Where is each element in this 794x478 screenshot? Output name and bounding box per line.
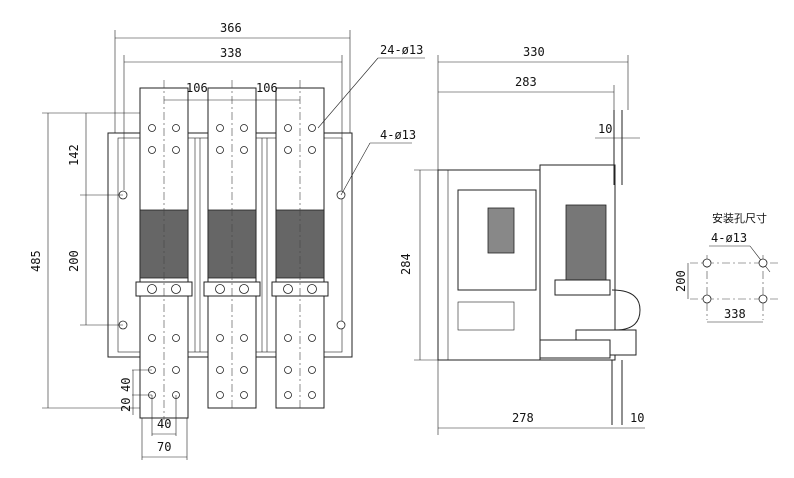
busbar-hole — [172, 366, 180, 374]
busbar-hole — [148, 124, 156, 132]
terminal-bolt — [283, 284, 293, 294]
busbar-hole — [284, 391, 292, 399]
mounting-dim-width: 338 — [724, 307, 746, 321]
dim-hole-edge: 20 — [119, 398, 133, 412]
busbar-holes — [147, 124, 317, 399]
busbar-hole — [284, 124, 292, 132]
busbar-hole — [216, 146, 224, 154]
busbar-hole — [148, 146, 156, 154]
dim-top-10: 10 — [598, 122, 612, 136]
busbar-hole — [240, 391, 248, 399]
terminal-bolt — [171, 284, 181, 294]
dim-bottom-10: 10 — [630, 411, 644, 425]
pole-right — [271, 80, 329, 410]
terminal-bolt — [215, 284, 225, 294]
dim-mount-height: 200 — [67, 250, 81, 272]
busbar-hole — [308, 334, 316, 342]
dim-hole-pitch-h: 40 — [157, 417, 171, 431]
side-view: 330 283 10 284 278 10 — [399, 45, 645, 435]
busbar-hole — [216, 334, 224, 342]
busbar-hole — [240, 366, 248, 374]
pole-left — [135, 80, 193, 420]
terminal-bolt — [147, 284, 157, 294]
mounting-hole-detail: 安装孔尺寸 4-ø13 200 338 — [674, 211, 780, 323]
dim-height: 284 — [399, 253, 413, 275]
front-view: 366 338 106 106 24-ø13 4-ø13 485 142 200… — [29, 21, 425, 460]
busbar-hole — [172, 124, 180, 132]
dim-total-height: 485 — [29, 250, 43, 272]
dim-total-depth: 330 — [523, 45, 545, 59]
dim-depth-283: 283 — [515, 75, 537, 89]
busbar-hole — [308, 366, 316, 374]
busbar-hole — [216, 124, 224, 132]
pole-middle — [203, 80, 261, 410]
terminal-bolt — [239, 284, 249, 294]
busbar-hole — [240, 146, 248, 154]
dim-hole-pitch-v: 40 — [119, 378, 133, 392]
busbar-hole — [284, 146, 292, 154]
busbar-hole — [308, 146, 316, 154]
busbar-hole — [284, 366, 292, 374]
dim-busbar-width: 70 — [157, 440, 171, 454]
busbar-hole — [216, 391, 224, 399]
dim-total-width: 366 — [220, 21, 242, 35]
mounting-detail-title: 安装孔尺寸 — [712, 211, 767, 225]
dim-top-offset: 142 — [67, 144, 81, 166]
busbar-hole — [148, 334, 156, 342]
dim-inner-width: 338 — [220, 46, 242, 60]
dim-pole-pitch-left: 106 — [186, 81, 208, 95]
busbar-hole — [308, 391, 316, 399]
dim-pole-pitch-right: 106 — [256, 81, 278, 95]
dim-base-depth: 278 — [512, 411, 534, 425]
busbar-hole — [172, 146, 180, 154]
busbar-hole — [240, 334, 248, 342]
busbar-hole — [216, 366, 224, 374]
mounting-dim-height: 200 — [674, 270, 688, 292]
busbar-hole — [308, 124, 316, 132]
busbar-hole — [284, 334, 292, 342]
busbar-hole — [240, 124, 248, 132]
busbar-hole — [172, 334, 180, 342]
label-busbar-holes: 24-ø13 — [380, 43, 423, 57]
label-mount-holes: 4-ø13 — [380, 128, 416, 142]
mounting-label-holes: 4-ø13 — [711, 231, 747, 245]
terminal-bolt — [307, 284, 317, 294]
